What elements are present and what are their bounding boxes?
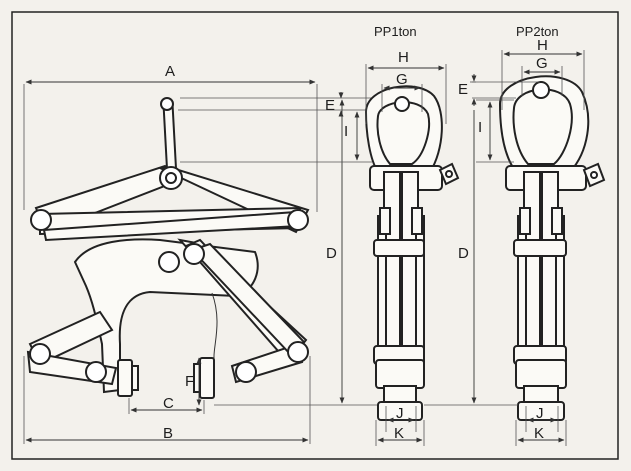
- dim-label-c: C: [163, 395, 174, 412]
- pp2-front-view: [498, 75, 606, 421]
- dim-label-g-pp1: G: [396, 71, 408, 88]
- dim-label-k-pp2: K: [534, 425, 544, 442]
- dim-label-h-pp2: H: [537, 37, 548, 54]
- pp2-dimension-lines: [424, 50, 585, 446]
- pp1-title: PP1ton: [374, 24, 417, 39]
- pp1-front-view: [364, 85, 460, 421]
- pp2-title: PP2ton: [516, 24, 559, 39]
- dim-label-j-pp2: J: [536, 405, 544, 422]
- pp1-dimension-lines: [365, 64, 447, 446]
- clamp-side-view: [26, 97, 310, 399]
- dim-label-i-pp1: I: [344, 123, 348, 140]
- dim-label-f: F: [185, 373, 194, 390]
- dim-label-e-pp1: E: [325, 97, 335, 114]
- dim-label-e-pp2: E: [458, 81, 468, 98]
- dim-label-k-pp1: K: [394, 425, 404, 442]
- dim-label-a: A: [165, 63, 175, 80]
- drawing-border: [11, 11, 619, 460]
- dim-label-d-pp1: D: [326, 245, 337, 262]
- dim-label-g-pp2: G: [536, 55, 548, 72]
- dim-label-j-pp1: J: [396, 405, 404, 422]
- dim-label-d-pp2: D: [458, 245, 469, 262]
- clamp-dimension-lines: [23, 79, 378, 444]
- dim-label-i-pp2: I: [478, 119, 482, 136]
- dim-label-h-pp1: H: [398, 49, 409, 66]
- dim-label-b: B: [163, 425, 173, 442]
